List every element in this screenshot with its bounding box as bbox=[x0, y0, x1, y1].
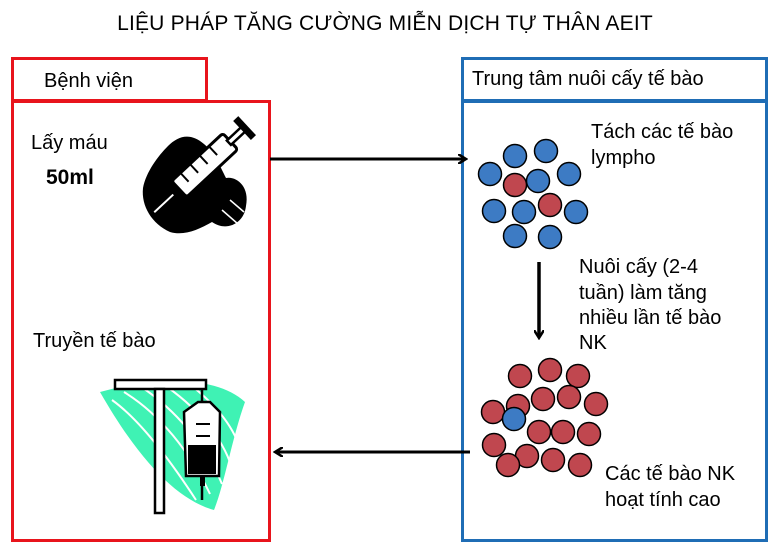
nk-red-cell bbox=[583, 391, 609, 417]
result-text-line1: Các tế bào NK bbox=[605, 463, 736, 485]
nk-red-cell bbox=[481, 432, 507, 458]
lymphocyte-red-cell bbox=[502, 172, 528, 198]
culture-text-line4: NK bbox=[579, 332, 607, 354]
lymphocyte-blue-cell bbox=[525, 168, 551, 194]
nk-red-cell bbox=[556, 384, 582, 410]
center-panel bbox=[461, 100, 768, 542]
lymphocyte-blue-cell bbox=[563, 199, 589, 225]
hospital-header: Bệnh viện bbox=[44, 70, 133, 92]
result-text-line2: hoạt tính cao bbox=[605, 489, 721, 511]
culture-text-line2: tuần) làm tăng bbox=[579, 282, 707, 304]
separate-text-line2: lympho bbox=[591, 147, 656, 169]
lymphocyte-red-cell bbox=[537, 192, 563, 218]
nk-red-cell bbox=[567, 452, 593, 478]
lymphocyte-blue-cell bbox=[537, 224, 563, 250]
lymphocyte-blue-cell bbox=[533, 138, 559, 164]
lymphocyte-blue-cell bbox=[481, 198, 507, 224]
separate-text-line1: Tách các tế bào bbox=[591, 121, 734, 143]
blood-draw-label: Lấy máu bbox=[31, 132, 108, 154]
nk-red-cell bbox=[507, 363, 533, 389]
blood-volume: 50ml bbox=[46, 166, 94, 189]
nk-red-cell bbox=[526, 419, 552, 445]
nk-red-cell bbox=[537, 357, 563, 383]
lymphocyte-blue-cell bbox=[502, 223, 528, 249]
hospital-panel bbox=[11, 100, 271, 542]
lymphocyte-blue-cell bbox=[502, 143, 528, 169]
lymphocyte-blue-cell bbox=[477, 161, 503, 187]
nk-cell-cluster bbox=[480, 357, 609, 478]
center-header: Trung tâm nuôi cấy tế bào bbox=[472, 68, 704, 90]
culture-text-line1: Nuôi cấy (2-4 bbox=[579, 256, 698, 278]
nk-red-cell bbox=[565, 363, 591, 389]
nk-red-cell bbox=[480, 399, 506, 425]
nk-red-cell bbox=[540, 447, 566, 473]
iv-drip-icon bbox=[100, 378, 245, 515]
syringe-icon bbox=[142, 116, 257, 234]
lymphocyte-blue-cell bbox=[511, 199, 537, 225]
nk-red-cell bbox=[495, 452, 521, 478]
nk-blue-cell bbox=[501, 406, 527, 432]
nk-red-cell bbox=[576, 421, 602, 447]
diagram-title: LIỆU PHÁP TĂNG CƯỜNG MIỄN DỊCH TỰ THÂN A… bbox=[117, 12, 653, 35]
lymphocyte-blue-cell bbox=[556, 161, 582, 187]
infusion-label: Truyền tế bào bbox=[33, 330, 156, 352]
nk-red-cell bbox=[550, 419, 576, 445]
nk-red-cell bbox=[530, 386, 556, 412]
culture-text-line3: nhiều lần tế bào bbox=[579, 307, 722, 329]
lymphocyte-cluster bbox=[477, 138, 589, 250]
